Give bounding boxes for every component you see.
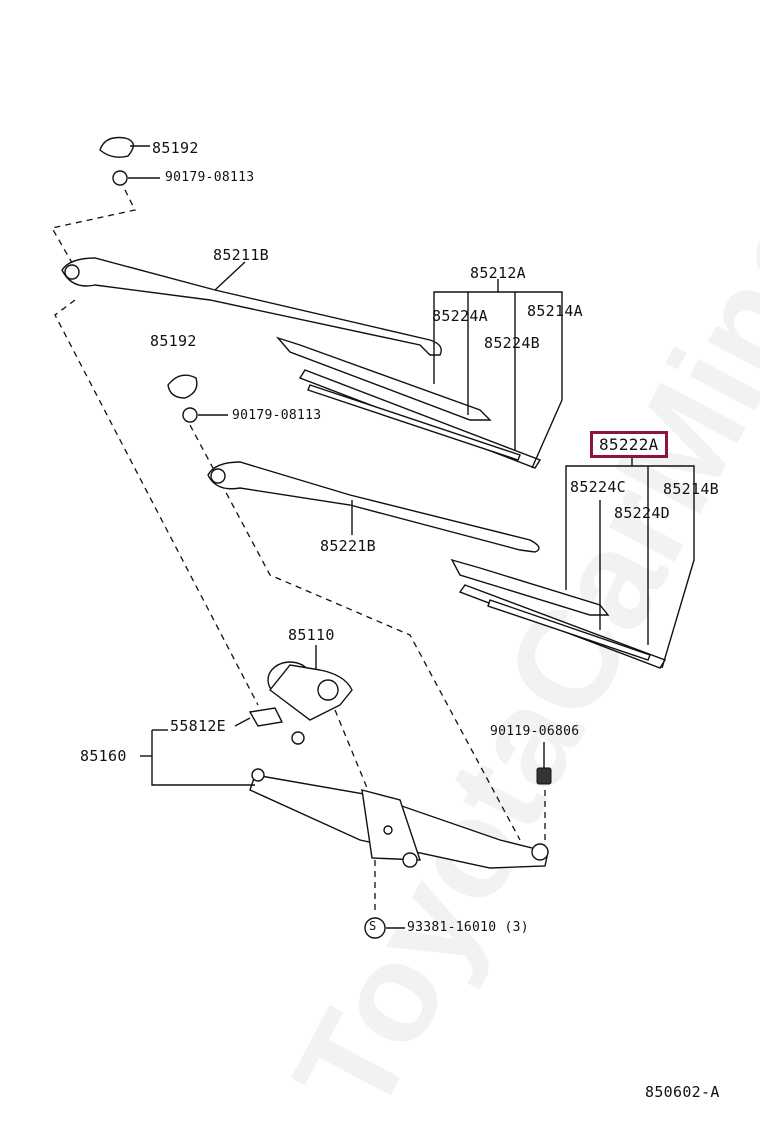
label-85214B: 85214B [663,480,719,498]
nut-90179-top [112,170,128,186]
clip-55812E [248,707,284,727]
label-85212A: 85212A [470,264,526,282]
cap-85192-mid [167,374,198,399]
label-85192-top: 85192 [152,139,199,157]
label-85224D: 85224D [614,504,670,522]
arm-85211B [61,257,442,356]
bracket-center [361,789,421,861]
cap-85192-top [99,136,134,158]
s-mark: S [369,919,377,933]
s-mark-circle [364,917,386,939]
label-90179-mid: 90179-08113 [232,408,322,423]
nut-90179-mid [182,407,198,423]
dash-left-upper [50,179,136,269]
label-85110: 85110 [288,626,335,644]
label-90119: 90119-06806 [490,724,580,739]
label-85214A: 85214A [527,302,583,320]
label-55812E: 55812E [170,717,226,735]
label-85160: 85160 [80,747,127,765]
label-85221B: 85221B [320,537,376,555]
label-93381: 93381-16010 (3) [407,920,529,935]
diagram-code: 850602-A [645,1083,720,1101]
label-85211B: 85211B [213,246,269,264]
label-90179-top: 90179-08113 [165,170,255,185]
blade-85222A [450,558,610,616]
wiper-diagram [50,136,695,939]
blade-85212A [275,336,492,421]
arm-85221B [207,461,540,553]
label-85224A: 85224A [432,307,488,325]
label-85192-mid: 85192 [150,332,197,350]
bolt-90119 [536,767,552,785]
label-85224B: 85224B [484,334,540,352]
dash-mid [189,424,521,841]
label-85224C: 85224C [570,478,626,496]
label-85222A-highlighted[interactable]: 85222A [590,431,668,458]
dash-motor-down [334,709,373,801]
dash-left-long [54,299,259,706]
